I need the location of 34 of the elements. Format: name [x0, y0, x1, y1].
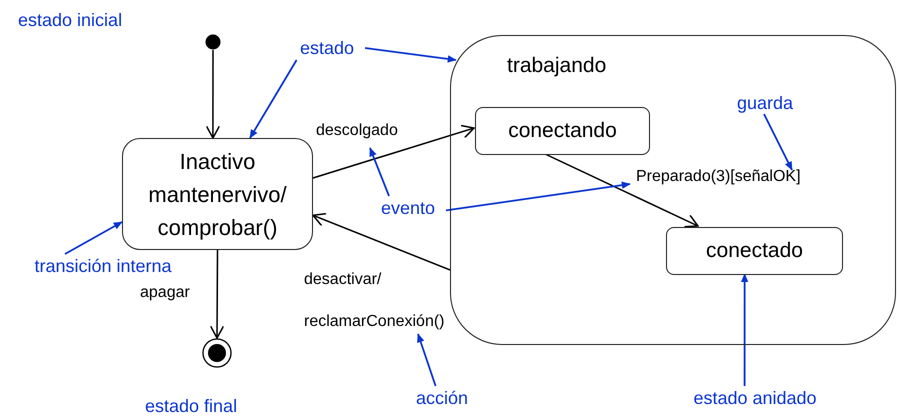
annotation-arrow — [64, 221, 123, 255]
state-name: trabajando — [507, 54, 606, 78]
transition-arrow — [544, 153, 699, 228]
transition-arrow — [206, 50, 220, 139]
annotation-arrow — [249, 60, 298, 139]
annotation-text: estado final — [145, 396, 238, 417]
state-name: conectando — [507, 118, 618, 144]
state-name: conectado — [705, 238, 804, 264]
edge-label: apagar — [140, 284, 190, 302]
annotation-text: guarda — [736, 92, 794, 115]
annotation-arrow — [763, 114, 793, 171]
annotation-text: estado anidado — [692, 387, 818, 410]
annotation-arrow — [740, 273, 748, 386]
state-box — [122, 138, 313, 250]
composite-state-box — [450, 35, 896, 345]
transition-arrow — [312, 212, 450, 271]
annotation-arrow — [369, 147, 390, 196]
transition-arrow — [312, 124, 475, 179]
annotation-text: acción — [414, 387, 470, 410]
state-name: Inactivo — [178, 148, 256, 176]
edge-label: desactivar/ reclamarConexión() — [304, 270, 446, 332]
annotation-arrow — [446, 181, 631, 212]
annotation-arrow — [417, 333, 436, 386]
annotation-arrow — [364, 47, 457, 63]
internal-transition-text: mantenervivo/ comprobar() — [147, 180, 288, 242]
state-box — [475, 107, 650, 155]
state-box — [666, 227, 843, 275]
annotation-text: estado — [298, 37, 356, 60]
edge-label: Preparado(3)[señalOK] — [636, 168, 801, 186]
transition-arrow — [210, 250, 224, 339]
annotation-text: estado inicial — [18, 10, 122, 31]
edge-label: descolgado — [316, 122, 398, 140]
annotation-text: transición interna — [33, 255, 173, 278]
annotation-text: evento — [380, 197, 436, 220]
